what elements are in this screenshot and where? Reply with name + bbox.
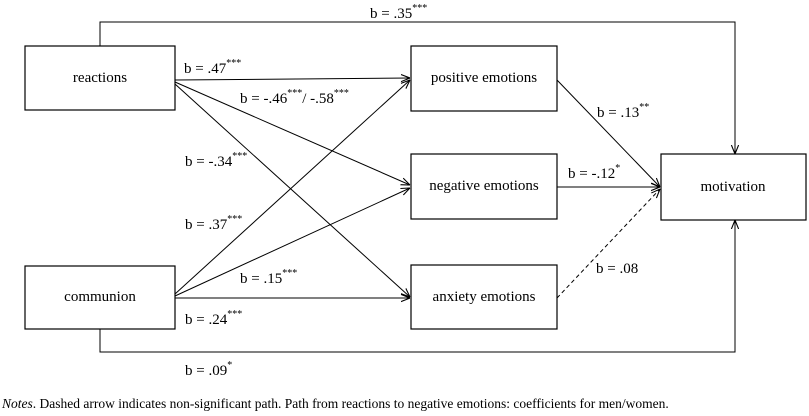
- coef-reactions-motivation: b = .35***: [370, 3, 427, 22]
- coef-reactions-anxiety: b = -.34***: [185, 151, 247, 170]
- node-anxiety-emotions: anxiety emotions: [410, 264, 558, 330]
- node-positive-emotions-label: positive emotions: [431, 70, 537, 86]
- node-negative-emotions: negative emotions: [410, 153, 558, 220]
- path-reactions-negative: [174, 81, 410, 185]
- notes-text: . Dashed arrow indicates non-significant…: [32, 396, 669, 411]
- path-communion-positive: [174, 80, 410, 295]
- coef-communion-positive: b = .37***: [185, 214, 242, 233]
- node-reactions-label: reactions: [73, 70, 127, 86]
- notes-label: Notes: [2, 396, 33, 411]
- coef-communion-negative: b = .15***: [240, 268, 297, 287]
- node-negative-emotions-label: negative emotions: [429, 178, 539, 194]
- node-motivation: motivation: [660, 153, 807, 221]
- coef-anxiety-motivation: b = .08: [596, 261, 638, 277]
- figure-notes: Notes. Dashed arrow indicates non-signif…: [2, 396, 669, 412]
- coef-positive-motivation: b = .13**: [597, 102, 649, 121]
- coef-communion-anxiety: b = .24***: [185, 309, 242, 328]
- node-anxiety-emotions-label: anxiety emotions: [433, 289, 536, 305]
- coef-reactions-negative: b = -.46***/ -.58***: [240, 88, 349, 107]
- path-reactions-positive: [174, 78, 410, 80]
- path-anxiety-motivation: [556, 189, 660, 299]
- path-reactions-anxiety: [174, 83, 410, 297]
- path-diagram: reactions communion positive emotions ne…: [24, 3, 807, 379]
- path-communion-negative: [174, 188, 410, 297]
- coef-negative-motivation: b = -.12*: [568, 163, 620, 182]
- node-communion: communion: [24, 265, 176, 330]
- coef-reactions-positive: b = .47***: [184, 58, 241, 77]
- node-reactions: reactions: [24, 45, 176, 111]
- node-motivation-label: motivation: [701, 179, 766, 195]
- node-positive-emotions: positive emotions: [410, 45, 558, 112]
- node-communion-label: communion: [64, 289, 136, 305]
- path-positive-motivation: [556, 79, 660, 187]
- path-reactions-motivation: [99, 21, 735, 154]
- coef-communion-motivation: b = .09*: [185, 360, 232, 379]
- path-communion-motivation: [99, 220, 735, 353]
